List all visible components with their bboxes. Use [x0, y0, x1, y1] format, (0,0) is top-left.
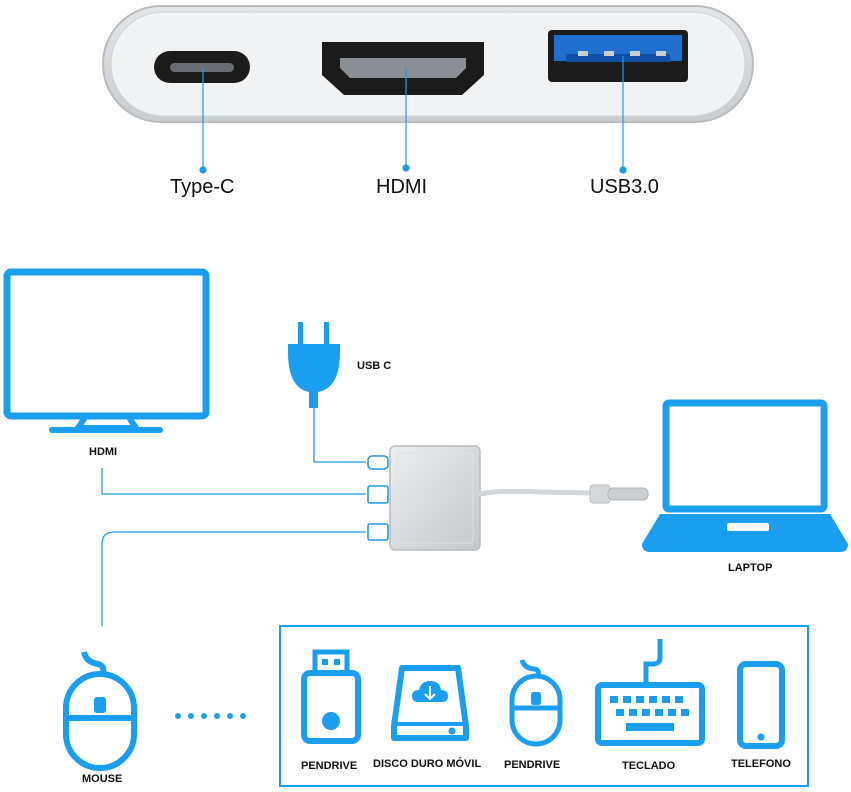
peripheral-label-keyboard: TECLADO — [622, 760, 676, 772]
hdmi-port-label: HDMI — [376, 176, 428, 198]
power-label: USB C — [357, 360, 392, 372]
peripheral-label-phone: TELEFONO — [731, 758, 791, 770]
peripheral-label-hard-drive: DISCO DURO MÓVIL — [373, 758, 482, 770]
typec-label: Type-C — [170, 176, 235, 198]
connection-lines — [101, 408, 366, 626]
laptop-icon — [642, 399, 848, 552]
adapter-connectors — [367, 455, 389, 541]
peripheral-mouse-icon — [509, 659, 563, 747]
smartphone-icon — [737, 661, 785, 749]
usb-c-cable — [477, 484, 649, 504]
port-callouts — [199, 56, 627, 174]
ellipsis-dots — [175, 713, 246, 719]
usb3-port-icon — [548, 30, 688, 82]
external-hard-drive-icon — [391, 665, 469, 741]
peripheral-label-pendrive-2: PENDRIVE — [504, 759, 561, 771]
adapter-hub — [389, 445, 481, 551]
mouse-icon — [63, 651, 137, 771]
keyboard-icon — [595, 639, 705, 746]
laptop-label: LAPTOP — [728, 562, 773, 574]
monitor-icon — [3, 268, 210, 433]
typec-port-icon — [154, 51, 250, 83]
usb-flash-drive-icon — [301, 649, 361, 744]
peripherals-box — [279, 625, 809, 787]
peripheral-label-pendrive: PENDRIVE — [301, 760, 358, 772]
hdmi-port-icon — [322, 42, 484, 95]
power-plug-icon — [288, 322, 340, 408]
monitor-label: HDMI — [89, 446, 118, 458]
usb3-label: USB3.0 — [590, 176, 659, 198]
mouse-label: MOUSE — [82, 773, 123, 785]
